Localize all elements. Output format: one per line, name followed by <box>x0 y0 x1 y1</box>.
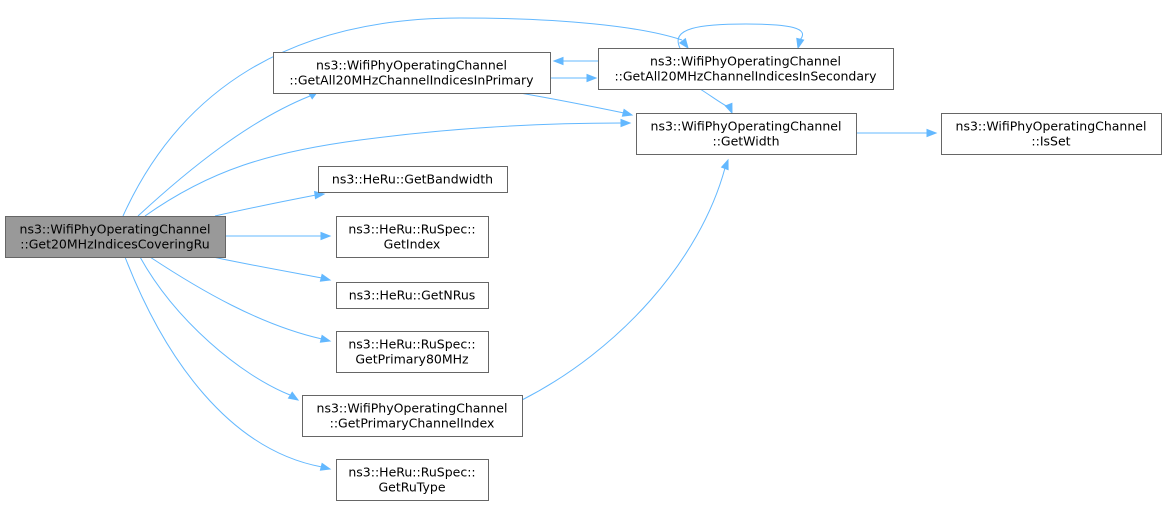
edge-root-to-getnrus <box>212 256 332 282</box>
node-label-line: ::Get20MHzIndicesCoveringRu <box>20 237 209 252</box>
edge-line <box>519 92 625 114</box>
edge-primary-to-getwidth <box>519 92 634 117</box>
node-label-line: ns3::WifiPhyOperatingChannel <box>316 58 507 73</box>
arrowhead-icon <box>319 273 332 282</box>
node-getwidth[interactable]: ns3::WifiPhyOperatingChannel::GetWidth <box>636 113 857 155</box>
node-label-line: ns3::WifiPhyOperatingChannel <box>317 401 508 416</box>
edge-secondary-to-primary <box>552 56 598 66</box>
edge-line <box>122 17 683 217</box>
node-getnrus[interactable]: ns3::HeRu::GetNRus <box>336 282 489 309</box>
edge-root-to-getwidth <box>144 118 632 217</box>
edge-secondary-to-secondary <box>677 23 805 50</box>
edge-primaryindex-to-getwidth <box>521 158 729 401</box>
node-box <box>598 48 894 90</box>
edge-root-to-getindex <box>225 231 332 241</box>
node-label-line: ns3::HeRu::RuSpec:: <box>348 337 475 352</box>
node-box <box>336 459 489 501</box>
arrowhead-icon <box>586 73 598 83</box>
edge-line <box>214 194 317 217</box>
node-label-line: ns3::HeRu::RuSpec:: <box>348 222 475 237</box>
node-label-line: GetIndex <box>384 237 441 252</box>
node-label-line: ns3::HeRu::GetBandwidth <box>332 172 493 187</box>
node-box <box>941 113 1162 155</box>
node-label-line: ::GetWidth <box>712 134 779 149</box>
node-label-line: ::IsSet <box>1031 134 1070 149</box>
node-getindex[interactable]: ns3::HeRu::RuSpec::GetIndex <box>336 216 489 258</box>
edge-line <box>677 23 803 49</box>
node-label-line: ns3::WifiPhyOperatingChannel <box>651 119 842 134</box>
arrowhead-icon <box>796 37 805 50</box>
node-secondary[interactable]: ns3::WifiPhyOperatingChannel::GetAll20MH… <box>598 48 894 90</box>
node-isset[interactable]: ns3::WifiPhyOperatingChannel::IsSet <box>941 113 1162 155</box>
node-label-line: ns3::WifiPhyOperatingChannel <box>20 222 211 237</box>
node-label-line: ns3::WifiPhyOperatingChannel <box>956 119 1147 134</box>
node-box <box>273 52 551 94</box>
arrowhead-icon <box>319 462 332 471</box>
edge-line <box>149 256 323 340</box>
edge-line <box>212 256 323 279</box>
node-primary[interactable]: ns3::WifiPhyOperatingChannel::GetAll20MH… <box>273 52 551 94</box>
edge-root-to-bandwidth <box>214 190 326 217</box>
node-label-line: ::GetAll20MHzChannelIndicesInPrimary <box>289 73 534 88</box>
node-box <box>636 113 857 155</box>
node-box <box>336 216 489 258</box>
arrowhead-icon <box>320 231 332 241</box>
edge-root-to-primary <box>137 90 320 217</box>
edge-root-to-primary80 <box>149 256 332 343</box>
arrowhead-icon <box>287 391 300 401</box>
node-box <box>5 216 226 258</box>
edge-line <box>124 256 323 468</box>
node-label-line: ns3::WifiPhyOperatingChannel <box>650 54 841 69</box>
node-label-line: ns3::HeRu::GetNRus <box>349 288 476 303</box>
node-label-line: ::GetAll20MHzChannelIndicesInSecondary <box>614 69 877 84</box>
edge-root-to-rutype <box>124 256 332 471</box>
node-label-line: ns3::HeRu::RuSpec:: <box>348 465 475 480</box>
edge-line <box>521 167 726 401</box>
arrowhead-icon <box>620 118 632 128</box>
edge-line <box>699 88 731 109</box>
arrowhead-icon <box>926 128 938 138</box>
node-primaryindex[interactable]: ns3::WifiPhyOperatingChannel::GetPrimary… <box>302 395 523 437</box>
node-label-line: GetRuType <box>378 480 445 495</box>
node-box <box>336 282 489 309</box>
arrowhead-icon <box>724 102 733 115</box>
edge-line <box>137 95 311 217</box>
arrowhead-icon <box>720 158 729 171</box>
edges-layer <box>122 17 938 471</box>
edge-line <box>139 256 291 396</box>
edge-root-to-secondary <box>122 17 689 217</box>
node-label-line: GetPrimary80MHz <box>355 352 469 367</box>
edge-getwidth-to-isset <box>856 128 938 138</box>
arrowhead-icon <box>621 108 634 117</box>
arrowhead-icon <box>552 56 564 66</box>
node-box <box>318 166 508 193</box>
arrowhead-icon <box>678 37 689 50</box>
node-bandwidth[interactable]: ns3::HeRu::GetBandwidth <box>318 166 508 193</box>
node-label-line: ::GetPrimaryChannelIndex <box>330 416 495 431</box>
edge-primary-to-secondary <box>549 73 598 83</box>
node-primary80[interactable]: ns3::HeRu::RuSpec::GetPrimary80MHz <box>336 331 489 373</box>
node-rutype[interactable]: ns3::HeRu::RuSpec::GetRuType <box>336 459 489 501</box>
node-box <box>336 331 489 373</box>
edge-secondary-to-getwidth <box>699 88 733 115</box>
node-box <box>302 395 523 437</box>
edge-root-to-primaryindex <box>139 256 300 401</box>
arrowhead-icon <box>319 334 332 343</box>
nodes-layer: ns3::WifiPhyOperatingChannel::Get20MHzIn… <box>5 48 1162 501</box>
edge-line <box>144 122 623 217</box>
node-root[interactable]: ns3::WifiPhyOperatingChannel::Get20MHzIn… <box>5 216 226 258</box>
